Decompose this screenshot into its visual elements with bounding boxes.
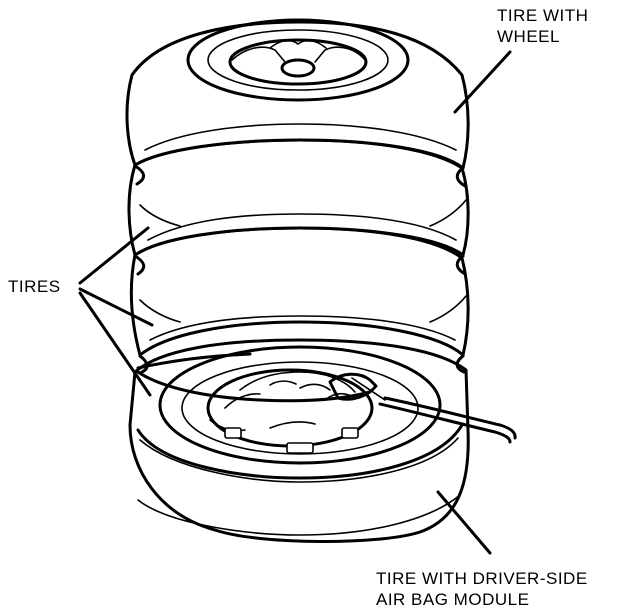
leader-tire-wheel bbox=[453, 50, 512, 114]
label-tires: TIRES bbox=[8, 276, 61, 297]
middle-tire-1 bbox=[127, 138, 470, 276]
label-tire-with-wheel-line1: TIRE WITH bbox=[497, 6, 589, 25]
middle-tire-2 bbox=[129, 226, 470, 374]
label-tire-with-airbag: TIRE WITH DRIVER-SIDE AIR BAG MODULE bbox=[376, 568, 588, 610]
label-tire-with-airbag-line2: AIR BAG MODULE bbox=[376, 590, 530, 609]
top-tire-wheel bbox=[125, 18, 470, 188]
label-tire-with-wheel: TIRE WITH WHEEL bbox=[497, 5, 588, 47]
leader-tires-3 bbox=[78, 291, 152, 397]
leader-tires-1 bbox=[78, 226, 150, 285]
leader-lines bbox=[78, 50, 512, 555]
leader-tires-2 bbox=[78, 287, 154, 327]
label-tire-with-airbag-line1: TIRE WITH DRIVER-SIDE bbox=[376, 569, 588, 588]
leader-airbag bbox=[436, 490, 492, 555]
bottom-tire-airbag bbox=[128, 338, 470, 544]
label-tire-with-wheel-line2: WHEEL bbox=[497, 27, 560, 46]
label-tires-text: TIRES bbox=[8, 277, 61, 296]
